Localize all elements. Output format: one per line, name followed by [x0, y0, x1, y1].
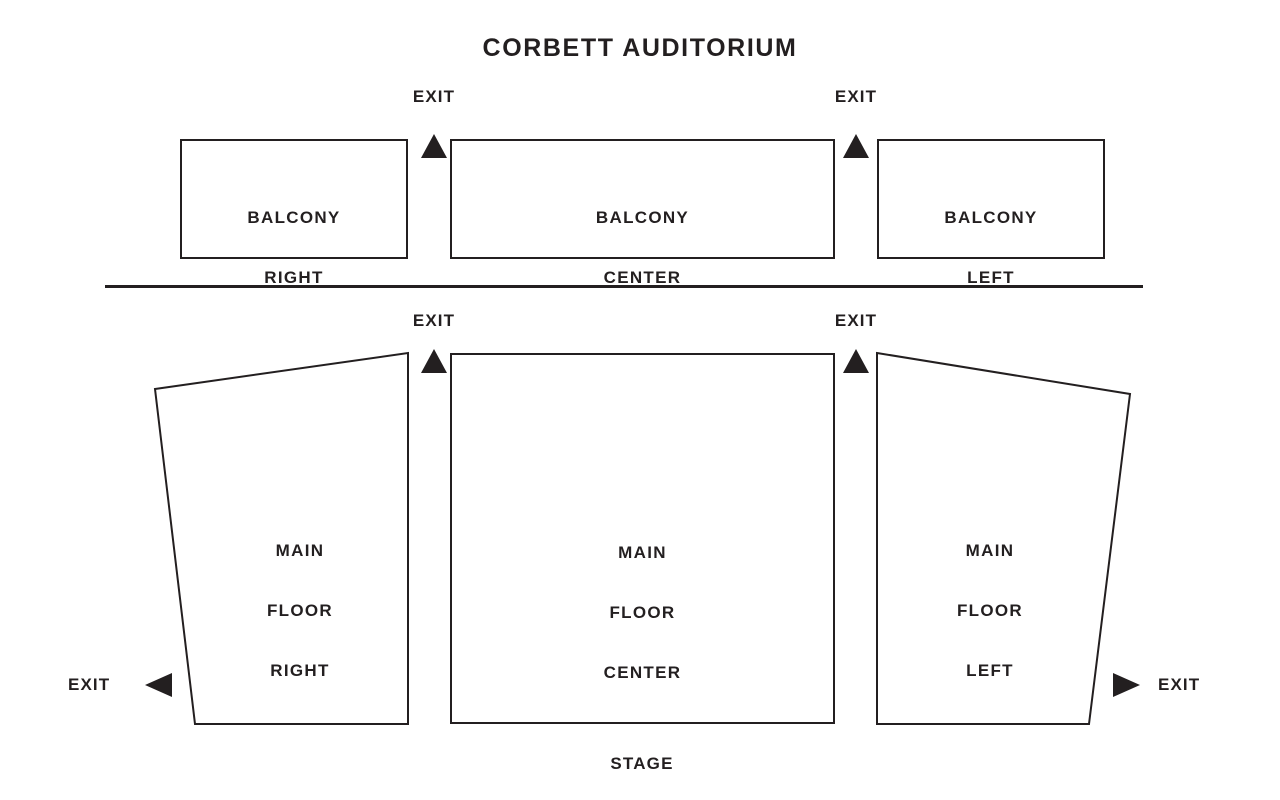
exit-label-far-left: EXIT	[68, 675, 111, 694]
exit-label-main-center-left: EXIT	[834, 311, 878, 330]
section-main-floor-left-label: MAIN FLOOR LEFT	[875, 506, 1105, 716]
exit-label-balcony-center-right: EXIT	[412, 87, 456, 106]
section-balcony-left-line2: LEFT	[967, 268, 1015, 287]
section-main-floor-right-line3: RIGHT	[270, 661, 330, 680]
section-balcony-left-line1: BALCONY	[944, 208, 1038, 227]
triangle-up-icon-balcony-left	[843, 134, 869, 158]
exit-label-balcony-center-left: EXIT	[834, 87, 878, 106]
section-balcony-right[interactable]: BALCONY RIGHT	[180, 139, 408, 287]
section-main-floor-left-line1: MAIN	[965, 541, 1015, 560]
section-main-floor-center-line2: FLOOR	[609, 603, 676, 622]
section-balcony-center[interactable]: BALCONY CENTER	[450, 139, 835, 287]
page-title: CORBETT AUDITORIUM	[482, 34, 798, 62]
exit-label-far-right: EXIT	[1158, 675, 1201, 694]
triangle-up-icon-main-left	[843, 349, 869, 373]
section-main-floor-center-line1: MAIN	[618, 543, 667, 562]
triangle-up-icon-main-right	[421, 349, 447, 373]
section-main-floor-center[interactable]: MAIN FLOOR CENTER	[450, 353, 835, 724]
stage-label: STAGE	[610, 754, 674, 773]
balcony-main-divider	[105, 285, 1143, 288]
section-main-floor-left-line3: LEFT	[966, 661, 1014, 680]
section-main-floor-right-label: MAIN FLOOR RIGHT	[185, 506, 415, 716]
section-balcony-center-line1: BALCONY	[595, 208, 690, 227]
section-balcony-right-line1: BALCONY	[247, 208, 341, 227]
exit-label-main-center-right: EXIT	[412, 311, 456, 330]
section-balcony-right-line2: RIGHT	[264, 268, 324, 287]
triangle-left-icon-far-left	[145, 673, 172, 697]
section-balcony-left[interactable]: BALCONY LEFT	[877, 139, 1105, 287]
section-main-floor-left-line2: FLOOR	[957, 601, 1023, 620]
triangle-up-icon-balcony-right	[421, 134, 447, 158]
section-balcony-center-line2: CENTER	[603, 268, 682, 287]
section-main-floor-right-line2: FLOOR	[267, 601, 333, 620]
triangle-right-icon-far-right	[1113, 673, 1140, 697]
section-main-floor-center-line3: CENTER	[603, 663, 682, 682]
section-main-floor-right-line1: MAIN	[275, 541, 325, 560]
